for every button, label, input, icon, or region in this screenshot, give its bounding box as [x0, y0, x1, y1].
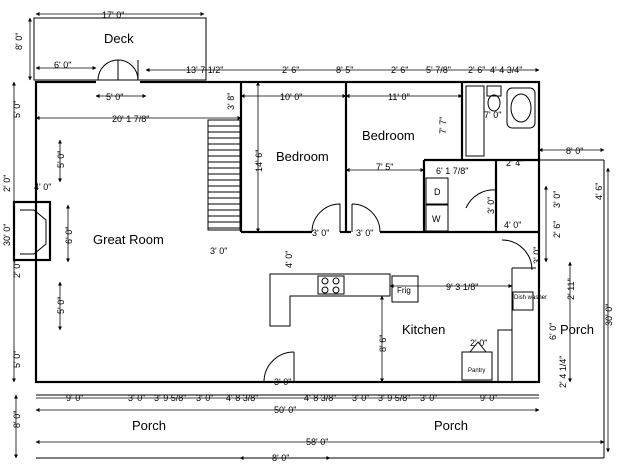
fridge-label: Frig — [397, 286, 411, 295]
bedroom-left-label: Bedroom — [276, 149, 329, 164]
stair-outline — [207, 119, 241, 231]
pantry-label: Pantry — [468, 368, 485, 374]
dim-great-room-width: 20' 1 7/8" — [112, 114, 149, 124]
great-room-label: Great Room — [93, 232, 164, 247]
dim-bottom-a: 9' 0" — [66, 393, 83, 403]
dim-deck-width: 17' 0" — [102, 10, 124, 20]
dim-front-door: 3' 0" — [274, 377, 291, 387]
dim-left-c: 8' 0" — [12, 411, 22, 428]
dim-bedroom-left-depth: 14' 6" — [254, 150, 264, 172]
interior-walls — [239, 82, 539, 234]
dim-bedroom-right-width: 11' 0" — [388, 92, 410, 102]
dim-top-g: 4' 4 3/4" — [490, 65, 522, 75]
dim-hall-stub: 2' 4" — [506, 158, 523, 168]
stairs — [207, 119, 241, 231]
dim-bottom-e: 4' 8 3/8" — [226, 393, 258, 403]
dim-bottom-c: 3' 9 5/8" — [154, 393, 186, 403]
washer-label: W — [432, 214, 441, 224]
dim-window-side: 5' 0" — [56, 151, 66, 168]
dim-fireplace-side-top: 2' 0" — [2, 175, 12, 192]
dim-fireplace-width: 6' 0" — [64, 227, 74, 244]
dim-left-total: 30' 0" — [2, 224, 12, 246]
bedroom-right-label: Bedroom — [362, 128, 415, 143]
dim-bottom-j: 9' 0" — [480, 393, 497, 403]
dim-deck-depth: 8' 0" — [14, 33, 24, 50]
laundry: D W — [425, 177, 449, 232]
dim-pantry-width: 2' 0" — [470, 338, 487, 348]
dim-fireplace-depth: 4' 0" — [34, 182, 51, 192]
dim-top-a: 13' 7 1/2" — [186, 65, 223, 75]
dim-top-b: 2' 6" — [282, 65, 299, 75]
dim-porch-side-d: 2' 4 1/4" — [558, 356, 568, 388]
dim-porch-front-depth: 8' 0" — [272, 453, 289, 463]
dim-kitchen-right-a: 2' 6" — [552, 221, 562, 238]
dryer-label: D — [434, 187, 441, 197]
dim-porch-side-b: 2' 11" — [566, 278, 576, 300]
fireplace — [12, 200, 52, 262]
dim-window-side-lower: 5' 0" — [56, 297, 66, 314]
dim-hall-depth: 4' 0" — [284, 251, 294, 268]
dim-bottom-d: 3' 0" — [196, 393, 213, 403]
dim-kitchen-width: 9' 3 1/8" — [446, 282, 478, 292]
porch-bottom-right-label: Porch — [434, 418, 468, 433]
dim-left-b: 5' 0" — [12, 351, 22, 368]
dim-porch-side-c: 6' 0" — [548, 323, 558, 340]
dim-bottom-b: 3' 0" — [128, 393, 145, 403]
porch-right-label: Porch — [560, 322, 594, 337]
dim-bath-width: 7' 0" — [484, 110, 501, 120]
dim-fireplace-side-bot: 2' 0" — [12, 261, 22, 278]
dim-porch-width: 58' 0" — [306, 437, 328, 447]
dim-kitchen-depth: 8' 6" — [378, 335, 388, 352]
kitchen: Frig Dish washer Pantry — [263, 239, 547, 383]
dim-laundry-depth: 3' 0" — [486, 197, 496, 214]
dim-bath-depth: 7' 7" — [438, 117, 448, 134]
dim-door-rb: 3' 0" — [356, 228, 373, 238]
dim-left-a: 5' 0" — [12, 101, 22, 118]
dim-hall-width: 7' 5" — [376, 162, 393, 172]
dim-house-width: 50' 0" — [274, 405, 296, 415]
dishwasher-label: Dish washer — [514, 295, 547, 301]
dim-kitchen-right-b: 3' 0" — [552, 191, 562, 208]
dim-right-ext: 8' 0" — [566, 146, 583, 156]
bathroom — [465, 85, 536, 157]
dim-deck-door: 5' 0" — [106, 92, 123, 102]
dimension-lines — [12, 12, 610, 460]
dim-bedroom-left-width: 10' 0" — [280, 92, 302, 102]
porch-bottom-left-label: Porch — [132, 418, 166, 433]
deck-label: Deck — [104, 31, 134, 46]
dim-top-f: 2' 6" — [468, 65, 485, 75]
dim-porch-depth: 30' 0" — [604, 304, 614, 326]
dim-top-e: 5' 7/8" — [426, 65, 451, 75]
dim-hall-closet: 6' 1 7/8" — [436, 166, 468, 176]
dim-stair-offset: 3' 8" — [226, 93, 236, 110]
dim-laundry-width: 4' 0" — [504, 220, 521, 230]
dim-bottom-h: 3' 9 5/8" — [378, 393, 410, 403]
dimension-labels: 17' 0" 8' 0" 6' 0" 5' 0" 13' 7 1/2" 2' 6… — [2, 10, 614, 463]
porch-outline — [36, 159, 605, 459]
dim-top-c: 8' 5" — [336, 65, 353, 75]
dim-deck-stub: 6' 0" — [54, 60, 71, 70]
deck: Deck — [33, 17, 207, 81]
kitchen-label: Kitchen — [402, 322, 445, 337]
dim-porch-side-a: 4' 6" — [594, 183, 604, 200]
dim-kitchen-door: 3' 0" — [532, 247, 542, 264]
dim-door-lb: 3' 0" — [312, 228, 329, 238]
dim-bottom-g: 3' 0" — [352, 393, 369, 403]
bedroom-doors — [311, 189, 497, 233]
dim-bottom-f: 4' 8 3/8" — [304, 393, 336, 403]
dim-stair-width: 3' 0" — [210, 246, 227, 256]
dim-bottom-i: 3' 0" — [420, 393, 437, 403]
dim-top-d: 2' 6" — [391, 65, 408, 75]
